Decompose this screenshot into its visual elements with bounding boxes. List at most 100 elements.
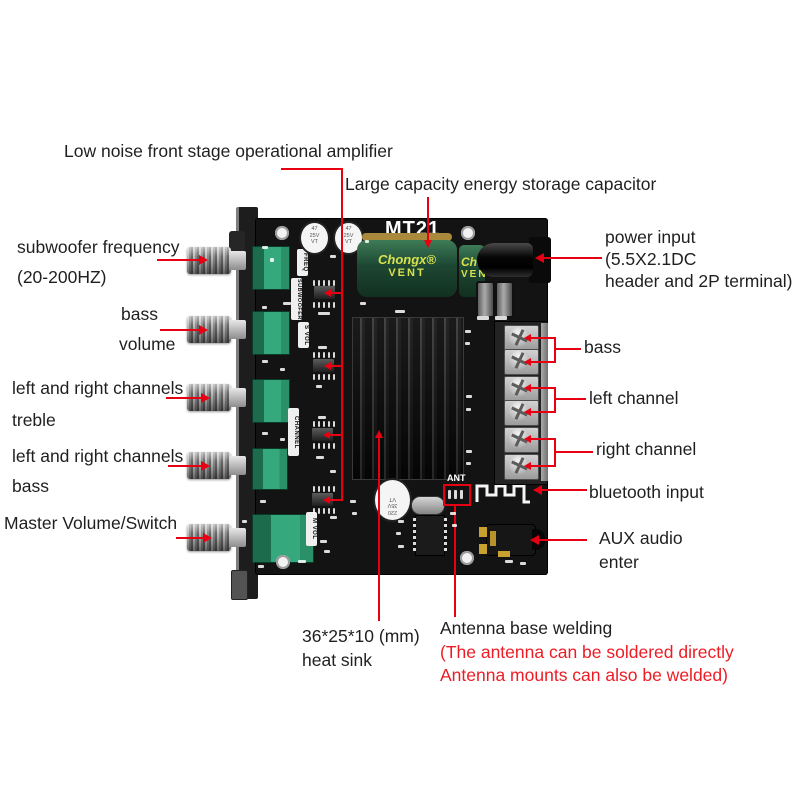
aux-gold-pin-4: [490, 531, 496, 546]
solder-pad: [328, 421, 330, 427]
pointer-heatsink: [378, 437, 380, 621]
solder-pad: [333, 421, 335, 427]
arrowhead-bass-out-1: [524, 334, 531, 342]
silkscreen-mark: [330, 470, 336, 473]
knob-nut: [229, 388, 246, 407]
mounting-hole-br: [460, 551, 474, 565]
silkscreen-mark: [360, 302, 366, 305]
pointer-op-amp-horizontal: [281, 168, 343, 170]
pointer-op-amp-vertical: [341, 168, 343, 501]
solder-pad: [318, 486, 320, 492]
filter-capacitor-2: 47 25V VT: [333, 221, 364, 255]
arrowhead-left-channel-1: [524, 384, 531, 392]
silkscreen-mark: [495, 316, 507, 320]
pointer-bass-volume: [160, 329, 200, 331]
label-power-line3: header and 2P terminal): [605, 271, 793, 291]
label-left-channel: left channel: [589, 388, 679, 408]
arrowhead-left-channel-2: [524, 408, 531, 416]
pointer-op-amp-branch-1: [331, 292, 343, 294]
solder-pad: [323, 508, 325, 514]
pointer-bass-out-vertical: [554, 337, 556, 363]
label-antenna-line1: Antenna base welding: [440, 618, 613, 638]
silkscreen-mark: [350, 500, 356, 503]
label-antenna-line2: (The antenna can be soldered directly: [440, 642, 734, 662]
silkscreen-mark: [320, 540, 327, 543]
front-panel: [236, 207, 258, 599]
label-op-amp: Low noise front stage operational amplif…: [64, 141, 393, 161]
antenna-pad-box: [443, 484, 471, 506]
solder-pad: [333, 352, 335, 358]
silkscreen-mark: [330, 516, 337, 519]
silkscreen-mark: [318, 312, 330, 315]
label-master-volume: Master Volume/Switch: [4, 513, 178, 533]
mounting-hole-bl: [276, 555, 290, 569]
label-subwoofer-freq-line2: (20-200HZ): [17, 267, 107, 287]
arrowhead-bass-knob: [201, 461, 210, 471]
silkscreen-mark: [242, 520, 247, 523]
silkscreen-mark: [465, 342, 470, 345]
dc-jack-barrel: [477, 243, 533, 277]
solder-pad: [313, 508, 315, 514]
arrowhead-storage-cap: [424, 240, 432, 248]
silkscreen-mark: [505, 560, 513, 563]
pointer-left-channel-bottom: [530, 411, 556, 413]
solder-pad: [328, 374, 330, 380]
solder-pad: [328, 302, 330, 308]
arrowhead-master-volume: [203, 533, 212, 543]
arrowhead-right-channel-2: [524, 462, 531, 470]
aux-gold-pin-1: [479, 527, 487, 537]
arrowhead-op-amp-1: [324, 289, 331, 297]
arrowhead-right-channel-1: [524, 435, 531, 443]
arrowhead-treble: [201, 393, 210, 403]
storage-capacitor-brand: Chongx®: [378, 252, 436, 267]
antenna-pad: [448, 490, 451, 499]
pointer-bass-knob: [168, 465, 202, 467]
pot-bass: [252, 448, 288, 490]
solder-pad: [333, 486, 335, 492]
arrowhead-subwoofer-freq: [199, 255, 208, 265]
label-bass-knob-line1: left and right channels: [12, 446, 184, 466]
ant-silkscreen-label: ANT: [447, 473, 466, 483]
pointer-bluetooth: [542, 489, 587, 491]
arrowhead-op-amp-3: [323, 431, 330, 439]
silkscreen-mark: [452, 524, 457, 527]
label-heatsink-line2: heat sink: [302, 650, 373, 670]
solder-pad: [318, 352, 320, 358]
silkscreen-mark: [316, 456, 324, 459]
solder-pad: [313, 443, 315, 449]
pointer-op-amp-branch-3: [330, 434, 343, 436]
silkscreen-mark: [298, 560, 306, 563]
silkscreen-mark: [396, 532, 401, 535]
label-bass-volume-line1: bass: [121, 304, 158, 324]
pointer-aux: [539, 539, 587, 541]
pointer-master-volume: [176, 537, 204, 539]
label-bass-volume-line2: volume: [119, 334, 176, 354]
silkscreen-mark: [260, 500, 266, 503]
pointer-bass-out-mid: [554, 348, 581, 350]
silkscreen-mark: [398, 545, 404, 548]
pointer-left-channel-mid: [554, 398, 586, 400]
solder-pad: [323, 280, 325, 286]
silkscreen-mark: [270, 258, 274, 262]
solder-pad: [318, 508, 320, 514]
mounting-hole-tl: [275, 226, 289, 240]
label-aux-line1: AUX audio: [599, 528, 683, 548]
label-treble-line1: left and right channels: [12, 378, 184, 398]
solder-pad: [318, 302, 320, 308]
silkscreen-mark: [316, 385, 322, 388]
pointer-left-channel-top: [530, 387, 556, 389]
arrowhead-aux: [530, 535, 539, 545]
arrowhead-bass-volume: [199, 325, 208, 335]
front-panel-ear: [229, 231, 245, 251]
solder-pad: [328, 280, 330, 286]
arrowhead-heatsink: [375, 430, 383, 438]
storage-capacitor-vent: VENT: [388, 267, 426, 279]
silkscreen-mark: [352, 512, 357, 515]
pointer-power-input: [544, 257, 602, 259]
silkscreen-mark: [258, 565, 264, 568]
filter-capacitor-1: 47 25V VT: [299, 221, 330, 255]
silkscreen-mark: [324, 550, 330, 553]
solder-pad: [328, 486, 330, 492]
silkscreen-mark: [280, 438, 285, 441]
